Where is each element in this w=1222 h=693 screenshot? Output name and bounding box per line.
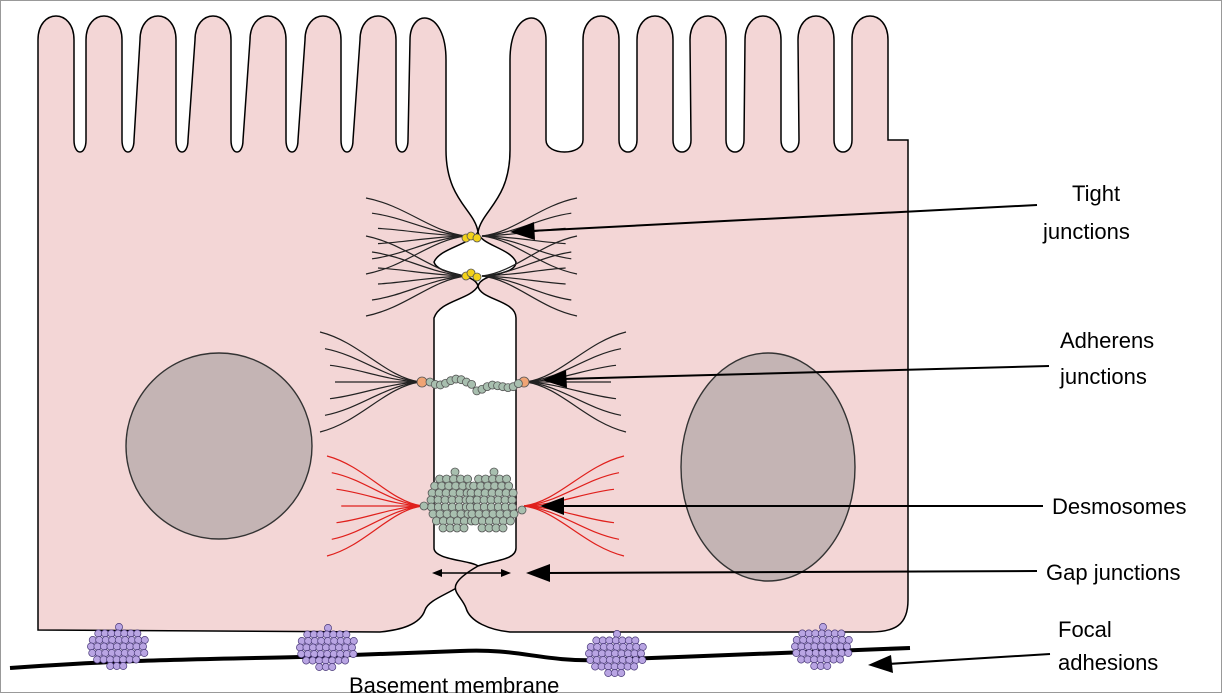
tight-junction-protein [473,234,481,242]
left-cell [38,16,478,632]
right-nucleus [681,353,855,581]
focal-adhesions-label-1: Focal [1058,617,1112,642]
tight-junction-protein [473,273,481,281]
adherens-junctions-label-1: Adherens [1060,328,1154,353]
adherens-junctions-label-2: junctions [1059,364,1147,389]
desmosomes-label: Desmosomes [1052,494,1186,519]
gap-junctions-label: Gap junctions [1046,560,1181,585]
catenin [514,380,522,388]
tight-junctions-label-2: junctions [1042,219,1130,244]
tight-junctions-label-1: Tight [1072,181,1120,206]
left-nucleus [126,353,312,539]
desmoglein [420,502,428,510]
desmoglein [518,506,526,514]
focal-adhesions-label-2: adhesions [1058,650,1158,675]
basement-membrane-label: Basement membrane [349,673,559,693]
cadherin [417,377,427,387]
catenin [468,380,476,388]
